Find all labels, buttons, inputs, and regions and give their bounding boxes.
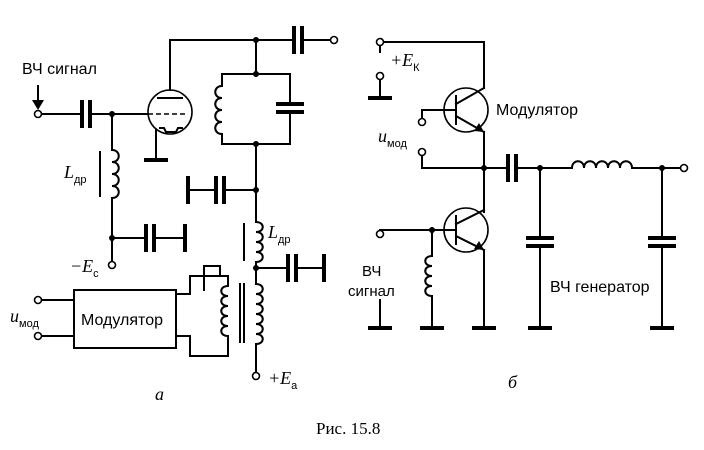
output-terminal [679, 163, 689, 173]
mod-input-terminal [33, 331, 43, 341]
input-label: ВЧ сигнал [22, 61, 97, 78]
output-inductor-coil [570, 160, 634, 170]
diagram-b: +EК Модулятор uмод ВЧ сигнал ВЧ генерато… [348, 37, 689, 392]
mod-input-terminal [33, 295, 43, 305]
mod-input-label-a: uмод [10, 306, 39, 330]
rf-input-terminal [375, 229, 385, 239]
modulator-label-a: Модулятор [81, 312, 163, 329]
modulator-box-a [73, 289, 177, 349]
diagram-b-letter: б [508, 372, 518, 392]
lower-transistor-collector [454, 208, 486, 226]
supply-terminal [375, 37, 385, 47]
mod-input-label-b: uмод [378, 126, 407, 150]
grid-bias-label: −Ec [70, 256, 99, 280]
mod-input-terminal [417, 147, 427, 157]
wire [203, 265, 221, 277]
generator-label: ВЧ генератор [550, 279, 650, 296]
anode-supply-label: +Ea [268, 368, 298, 392]
rf-input-label-line1: ВЧ [362, 263, 381, 280]
rf-input-label-line2: сигнал [348, 283, 395, 300]
transformer-secondary-coil [254, 282, 264, 346]
modulator-label-b: Модулятор [496, 102, 578, 119]
anode-choke-label: Lдр [267, 222, 291, 246]
supply-terminal [375, 71, 385, 81]
upper-transistor-collector [454, 86, 486, 106]
emitter-arrow [474, 123, 484, 132]
figure-caption: Рис. 15.8 [316, 419, 380, 438]
emitter-arrow [474, 241, 484, 250]
wire [421, 155, 485, 169]
input-terminal [33, 109, 43, 119]
wire [175, 275, 229, 295]
wire [175, 335, 229, 357]
grid-bias-terminal [107, 260, 117, 270]
grid-choke-label: Lдр [63, 162, 87, 186]
transformer-primary-coil [220, 284, 230, 338]
diagram-a-letter: а [155, 384, 164, 404]
tube-cathode [159, 127, 183, 133]
tank-inductor-coil [214, 84, 224, 136]
input-arrow-head [32, 100, 44, 110]
mod-input-terminal [417, 117, 427, 127]
grid-choke-coil [110, 148, 120, 200]
base-inductor-coil [424, 254, 434, 298]
output-terminal [329, 35, 339, 45]
diagram-a: ВЧ сигнал Lдр −Ec Модулятор uмод Lдр +Ea… [10, 26, 339, 404]
anode-supply-terminal [251, 371, 261, 381]
vacuum-tube-envelope [147, 89, 193, 135]
anode-choke-coil [254, 220, 264, 264]
collector-supply-label: +EК [390, 50, 420, 74]
wire [421, 109, 457, 119]
